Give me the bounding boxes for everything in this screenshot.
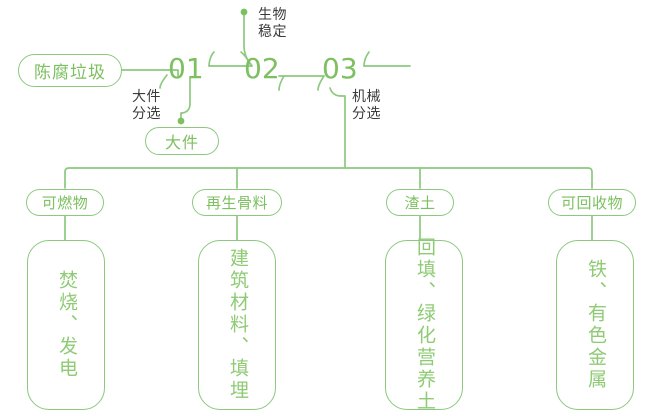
destination-box-recyclable[interactable]: 铁、有色金属 — [556, 240, 634, 410]
category-label-3: 可回收物 — [560, 195, 623, 212]
arc-01-left — [159, 74, 168, 89]
destination-text-1: 建筑材料、填埋 — [226, 248, 248, 402]
output-pill-bulky[interactable]: 大件 — [145, 127, 219, 155]
destination-box-slag[interactable]: 回填、绿化营养土 — [385, 237, 463, 413]
destination-text-2: 回填、绿化营养土 — [413, 237, 435, 413]
stage-number-02[interactable]: 02 — [244, 52, 280, 85]
stage-note-02: 生物 稳定 — [258, 6, 287, 39]
stage-note-03: 机械 分选 — [352, 88, 381, 121]
category-pill-aggregate[interactable]: 再生骨料 — [192, 189, 282, 216]
stage-number-01[interactable]: 01 — [168, 52, 204, 85]
category-label-1: 再生骨料 — [205, 195, 268, 212]
destination-box-aggregate[interactable]: 建筑材料、填埋 — [198, 240, 276, 410]
category-pill-combustible[interactable]: 可燃物 — [26, 189, 104, 216]
category-pill-recyclable[interactable]: 可回收物 — [548, 189, 636, 216]
destination-box-combustible[interactable]: 焚烧、发电 — [27, 240, 105, 410]
source-pill[interactable]: 陈腐垃圾 — [18, 54, 122, 87]
dot-bio — [240, 8, 248, 16]
wire-03-to-bus — [329, 87, 346, 169]
category-label-0: 可燃物 — [41, 195, 89, 212]
arc-03-right-top — [363, 51, 370, 67]
bus-bar — [64, 167, 593, 186]
output-bulky-label: 大件 — [164, 135, 199, 152]
source-label: 陈腐垃圾 — [34, 63, 106, 82]
arc-01-right-top — [208, 51, 215, 67]
category-pill-slag[interactable]: 渣土 — [386, 189, 454, 216]
dot-bulky — [177, 117, 185, 125]
category-label-2: 渣土 — [404, 195, 436, 212]
destination-text-0: 焚烧、发电 — [55, 270, 77, 380]
stage-note-01: 大件 分选 — [132, 88, 161, 121]
stage-number-03[interactable]: 03 — [322, 52, 358, 85]
destination-text-3: 铁、有色金属 — [584, 259, 606, 391]
arc-02-right-bot — [278, 75, 285, 91]
